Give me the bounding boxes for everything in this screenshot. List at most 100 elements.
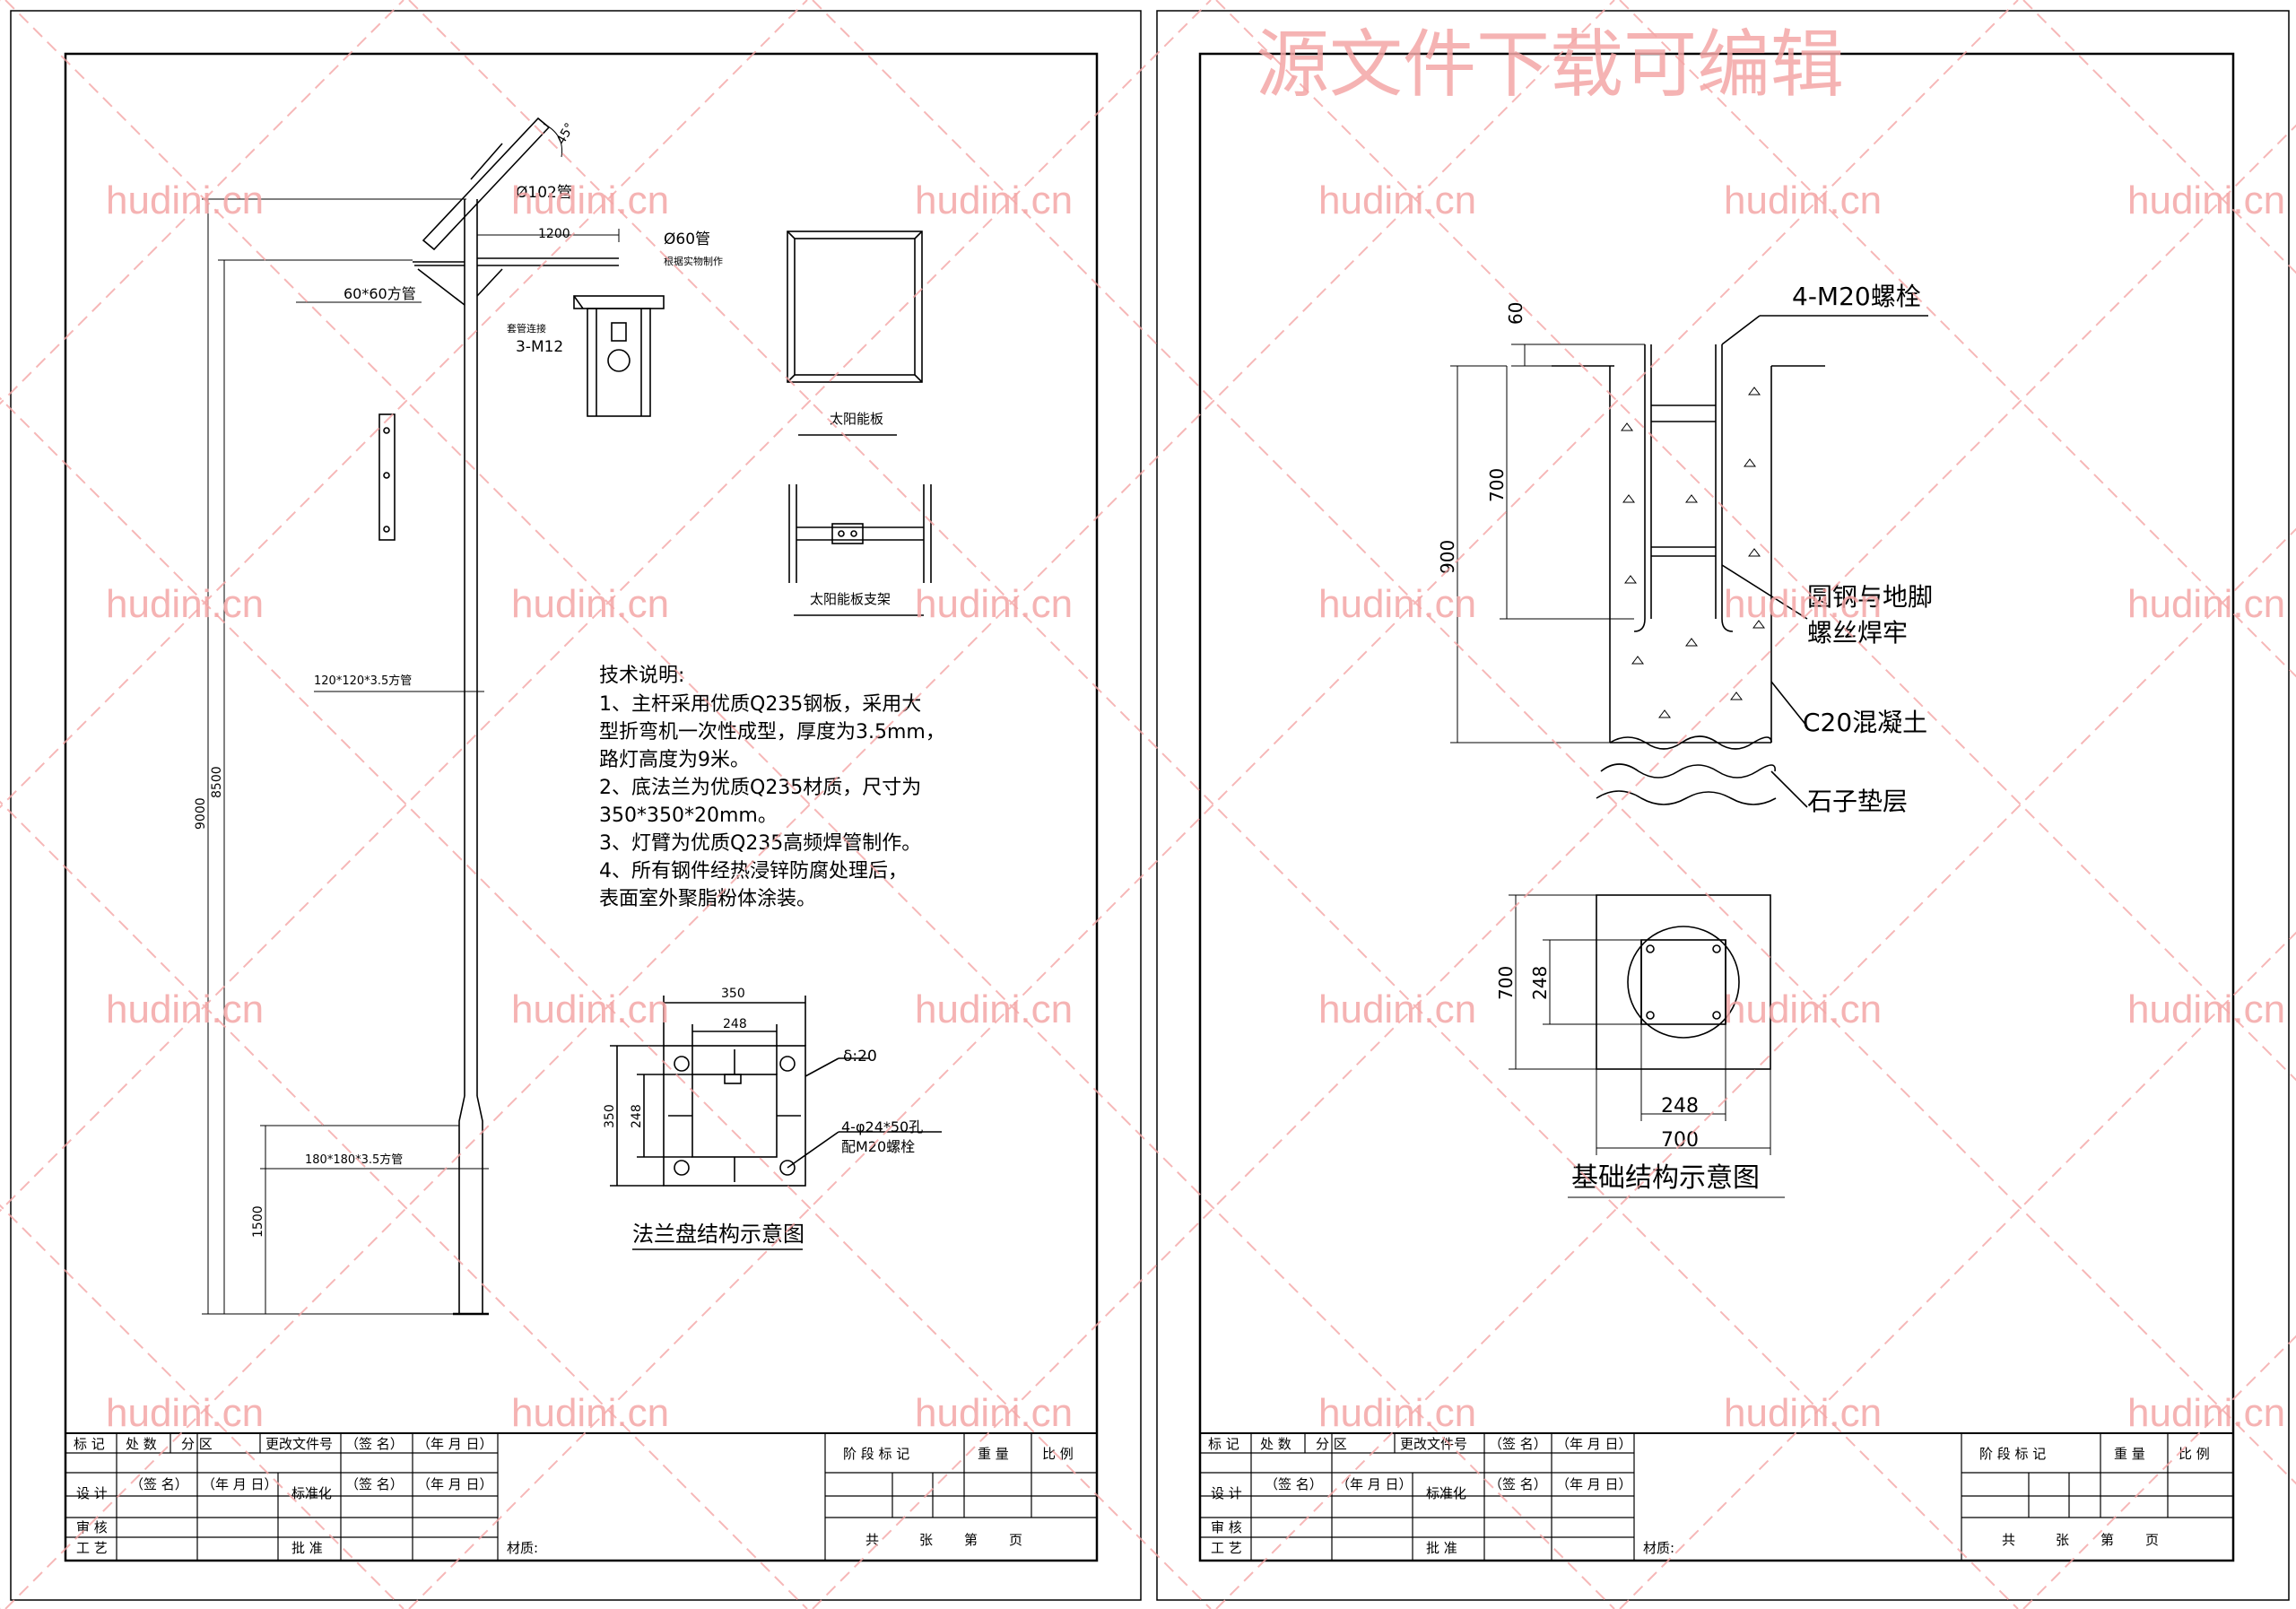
tb-right-total: 共: [2002, 1532, 2015, 1548]
bolt-label: 3-M12: [516, 338, 563, 356]
notes-line-4: 2、底法兰为优质Q235材质，尺寸为: [599, 777, 921, 799]
tb-right-design: 设 计: [1211, 1485, 1242, 1501]
watermark-site-label: hudini.cn: [1724, 1391, 1882, 1435]
tb-left-material: 材质:: [507, 1540, 538, 1556]
tb-left-no: 第: [964, 1532, 978, 1548]
tb-right-count: 处 数: [1260, 1436, 1292, 1452]
tb-right-sign3: （签 名）: [1489, 1476, 1547, 1492]
tb-right-material: 材质:: [1643, 1540, 1674, 1556]
watermark-banner: 源文件下载可编辑: [1256, 24, 1844, 106]
watermark-site-label: hudini.cn: [511, 582, 669, 626]
flange-height-inner: 248: [630, 1104, 644, 1128]
tb-left-sign2: （签 名）: [130, 1476, 188, 1492]
tb-left-sheets: 张: [919, 1532, 933, 1548]
foundation-title: 基础结构示意图: [1571, 1162, 1760, 1194]
foundation-section: [1552, 315, 1928, 808]
watermark-line: [1215, 527, 2296, 1609]
arm-length-label: 1200: [538, 227, 570, 241]
lamp-head: [573, 295, 665, 417]
arm-tube-label: Ø60管: [664, 230, 710, 248]
watermark-site-label: hudini.cn: [2127, 178, 2285, 222]
total-height-label: 9000: [194, 797, 208, 830]
angle-label: 45°: [554, 120, 578, 147]
tb-right-review: 审 核: [1211, 1519, 1242, 1535]
notes-line-7: 4、所有钢件经热浸锌防腐处理后，: [599, 860, 908, 883]
weld-note-2: 螺丝焊牢: [1807, 618, 1908, 648]
tb-left-date: （年 月 日）: [417, 1436, 493, 1452]
watermark-line: [812, 124, 2296, 1609]
watermark-line: [2022, 1335, 2296, 1609]
notes-line-6: 3、灯臂为优质Q235高频焊管制作。: [599, 832, 921, 855]
notes-line-2: 型折弯机一次性成型，厚度为3.5mm，: [599, 721, 945, 744]
tb-right-scale: 比 例: [2179, 1446, 2210, 1462]
tb-right-weight: 重 量: [2114, 1446, 2145, 1462]
tb-right-zone: 分 区: [1316, 1436, 1347, 1452]
tb-left-standard: 标准化: [291, 1485, 332, 1501]
upper-tube-label: 120*120*3.5方管: [314, 674, 412, 688]
flange-height-outer: 350: [603, 1104, 617, 1128]
watermark-site-label: hudini.cn: [2127, 582, 2285, 626]
tb-left-weight: 重 量: [978, 1446, 1009, 1462]
watermark-site-label: hudini.cn: [1318, 178, 1476, 222]
tb-right-doc: 更改文件号: [1400, 1436, 1467, 1452]
anchor-bolt-label: 4-M20螺栓: [1792, 282, 1921, 311]
flange-title: 法兰盘结构示意图: [632, 1222, 804, 1247]
watermark-site-label: hudini.cn: [1724, 987, 1882, 1031]
tb-right-date: （年 月 日）: [1556, 1436, 1632, 1452]
flange-plate: [610, 996, 942, 1250]
watermark-site-label: hudini.cn: [1724, 582, 1882, 626]
solar-panel-label: 太阳能板: [830, 411, 883, 427]
notes-title: 技术说明:: [599, 665, 684, 687]
notes-line-1: 1、主杆采用优质Q235钢板，采用大: [599, 693, 921, 716]
plan-height-outer: 700: [1495, 966, 1517, 1000]
tb-left-scale: 比 例: [1042, 1446, 1074, 1462]
watermark-site-label: hudini.cn: [511, 178, 669, 222]
depth-900-label: 900: [1437, 540, 1458, 574]
watermark-site-label: hudini.cn: [106, 178, 264, 222]
flange-width-inner: 248: [723, 1017, 747, 1031]
watermark-line: [4, 0, 1615, 1609]
watermark-line: [408, 0, 2019, 1609]
watermark-site-label: hudini.cn: [2127, 987, 2285, 1031]
watermark-site-label: hudini.cn: [915, 178, 1073, 222]
watermark-line: [2022, 0, 2296, 274]
foundation-plan-dims: [1509, 894, 1785, 1198]
gravel-label: 石子垫层: [1807, 787, 1908, 816]
watermark-site-label: hudini.cn: [1318, 987, 1476, 1031]
concrete-hatch: [1621, 387, 1765, 718]
tb-right-sign2: （签 名）: [1265, 1476, 1323, 1492]
solar-bracket-label: 太阳能板支架: [810, 591, 891, 607]
watermark-site-label: hudini.cn: [106, 582, 264, 626]
plan-height-inner: 248: [1529, 966, 1551, 1000]
right-sheet-frame: [1156, 10, 2290, 1601]
tb-left-page: 页: [1009, 1532, 1022, 1548]
pole-dimensions: [202, 123, 620, 1315]
tb-right-standard: 标准化: [1426, 1485, 1466, 1501]
foundation-dimensions: [1450, 344, 1645, 744]
tb-left-sign: （签 名）: [345, 1436, 404, 1452]
watermark-line: [0, 0, 404, 405]
tb-right-mark: 标 记: [1208, 1436, 1239, 1452]
watermark-site-label: hudini.cn: [1724, 178, 1882, 222]
top-tube-label: Ø102管: [516, 184, 572, 202]
lamp-pole-elevation: [378, 117, 665, 1316]
watermark-line: [1215, 0, 2296, 1082]
tb-left-sign3: （签 名）: [345, 1476, 404, 1492]
tb-left-process: 工 艺: [76, 1540, 108, 1556]
flange-width-outer: 350: [721, 987, 745, 1001]
watermark-site-label: hudini.cn: [915, 1391, 1073, 1435]
watermark-line: [812, 0, 2296, 1485]
pole-labels: Ø102管 1200 Ø60管 根据实物制作 45° 60*60方管 套管连接 …: [194, 120, 723, 1238]
foundation-plan: [1596, 894, 1771, 1070]
left-sheet-frame: [10, 10, 1142, 1601]
watermark-site-label: hudini.cn: [2127, 1391, 2285, 1435]
tb-left-date2: （年 月 日）: [202, 1476, 278, 1492]
title-block-left: 标 记 处 数 分 区 更改文件号 （签 名） （年 月 日） 设 计 （签 名…: [65, 1432, 1098, 1561]
watermark-line: [4, 0, 1615, 1609]
watermark-line: [408, 0, 2019, 1609]
solar-bracket-view: [788, 484, 932, 616]
solar-panel-view: [787, 230, 923, 436]
watermark-line: [0, 800, 808, 1609]
watermark-line: [0, 1204, 404, 1609]
watermark-site-label: hudini.cn: [915, 582, 1073, 626]
